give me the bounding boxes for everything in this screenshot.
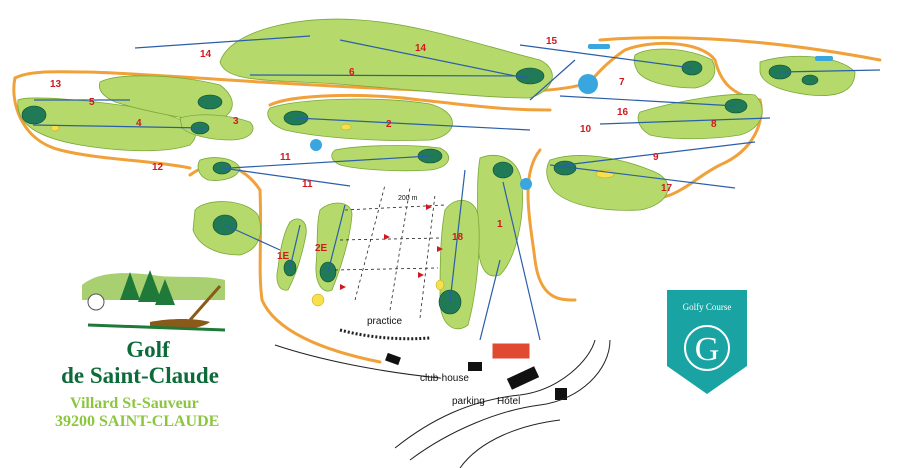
parking-label: parking <box>452 396 485 407</box>
buildings <box>385 352 567 400</box>
hole-number: 3 <box>233 116 239 127</box>
water-hazards <box>310 44 833 190</box>
hotel-label: Hôtel <box>497 396 520 407</box>
practice-distance-label: 200 m <box>398 195 418 202</box>
clubhouse-label: club-house <box>420 373 469 384</box>
hole-number: 9 <box>653 152 659 163</box>
hole-number: 13 <box>50 79 62 90</box>
hole-number: 4 <box>136 118 142 129</box>
hole-number: 11 <box>280 152 291 163</box>
roads <box>274 339 611 468</box>
practice-label: practice <box>367 316 402 327</box>
hole-number: 14 <box>200 49 212 60</box>
hole-number: 1 <box>497 219 503 230</box>
hole-numbers: 1 2 3 4 5 6 7 8 9 10 11 11 12 13 14 14 1… <box>50 36 717 262</box>
hole-number: 18 <box>452 232 464 243</box>
golfy-course-badge: Golfy Course G <box>667 290 747 394</box>
hole-lines <box>32 35 881 341</box>
club-name-line2: de Saint-Claude <box>61 363 219 388</box>
club-logo <box>82 270 226 332</box>
hole-number: 2E <box>315 243 328 254</box>
practice-flags <box>340 204 443 292</box>
hole-number: 6 <box>349 67 355 78</box>
address-line2: 39200 SAINT-CLAUDE <box>55 413 220 430</box>
tennis-court <box>491 342 531 360</box>
hole-number: 16 <box>617 107 629 118</box>
hole-number: 12 <box>152 162 164 173</box>
hole-number: 15 <box>546 36 558 47</box>
hole-number: 8 <box>711 119 717 130</box>
address-line1: Villard St-Sauveur <box>70 395 199 412</box>
hole-number: 2 <box>386 119 392 130</box>
badge-letter: G <box>695 331 720 368</box>
hole-number: 14 <box>415 43 427 54</box>
hole-number: 10 <box>580 124 592 135</box>
hole-number: 5 <box>89 97 95 108</box>
badge-text: Golfy Course <box>683 302 732 312</box>
practice-tee-line <box>339 328 431 341</box>
practice-area <box>334 184 446 319</box>
club-name-line1: Golf <box>126 337 170 362</box>
hole-number: 7 <box>619 77 625 88</box>
hole-number: 1E <box>277 251 290 262</box>
hole-number: 17 <box>661 183 673 194</box>
hole-number: 11 <box>302 179 313 190</box>
